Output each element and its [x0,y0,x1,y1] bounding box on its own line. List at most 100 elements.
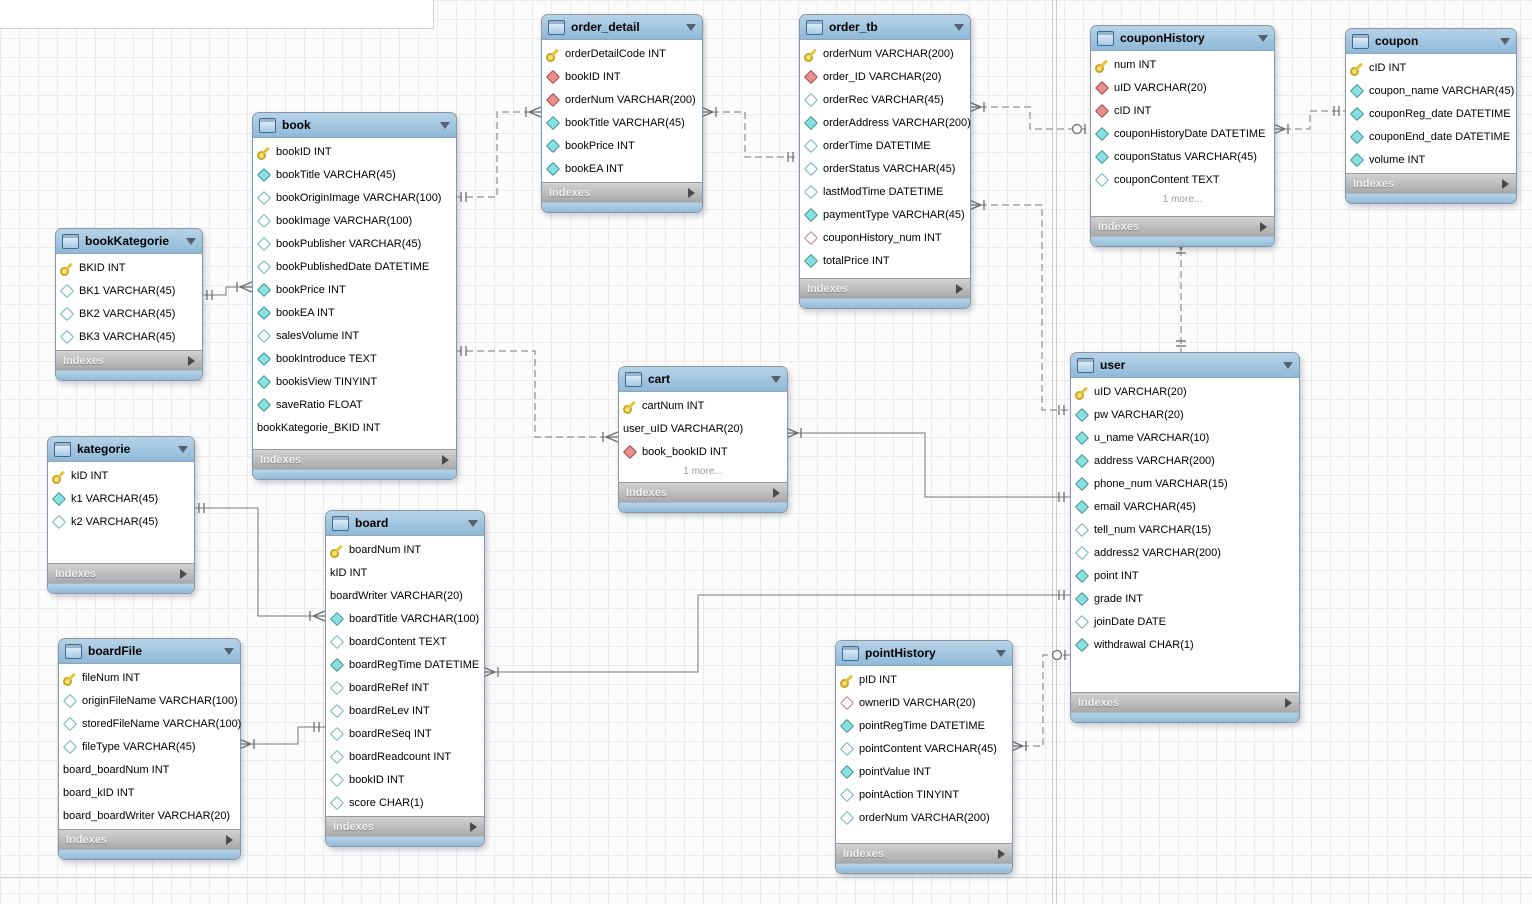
hidden-columns-more[interactable]: 1 more... [683,466,723,477]
column-row[interactable]: boardWriter VARCHAR(20) [326,584,484,607]
column-row[interactable]: orderTime DATETIME [800,134,970,157]
relationship-couponHistory-coupon[interactable] [1273,110,1345,130]
column-row[interactable]: BKID INT [56,256,202,279]
column-row[interactable]: boardNum INT [326,538,484,561]
expand-arrow-icon[interactable] [956,283,963,294]
relationship-order_tb-user[interactable] [969,204,1070,411]
indexes-bar[interactable]: Indexes [59,829,240,849]
column-row[interactable]: fileType VARCHAR(45) [59,735,240,758]
collapse-caret-icon[interactable] [1500,37,1510,45]
expand-arrow-icon[interactable] [1285,697,1292,708]
indexes-bar[interactable]: Indexes [836,843,1012,863]
table-header[interactable]: boardFile [59,639,240,664]
table-header[interactable]: coupon [1346,29,1516,54]
column-row[interactable]: bookKategorie_BKID INT [253,416,456,439]
column-row[interactable]: orderAddress VARCHAR(200) [800,111,971,134]
column-row[interactable]: totalPrice INT [800,249,970,272]
collapse-caret-icon[interactable] [440,121,450,129]
column-row[interactable]: couponReg_date DATETIME [1346,102,1516,125]
table-header[interactable]: order_detail [542,15,702,40]
column-row[interactable]: bookEA INT [542,157,702,180]
column-row[interactable]: volume INT [1346,148,1516,171]
column-row[interactable]: couponContent TEXT [1091,168,1274,191]
column-row[interactable]: bookID INT [542,65,702,88]
indexes-bar[interactable]: Indexes [800,278,970,298]
column-row[interactable]: orderStatus VARCHAR(45) [800,157,970,180]
column-row[interactable]: pw VARCHAR(20) [1071,403,1299,426]
collapse-caret-icon[interactable] [224,647,234,655]
column-row[interactable]: pointValue INT [836,760,1012,783]
column-row[interactable]: bookOriginImage VARCHAR(100) [253,186,456,209]
column-row[interactable]: orderNum VARCHAR(200) [800,42,970,65]
table-header[interactable]: user [1071,353,1299,378]
collapse-caret-icon[interactable] [468,519,478,527]
column-row[interactable]: cID INT [1346,56,1516,79]
column-row[interactable]: bookPublisher VARCHAR(45) [253,232,456,255]
column-row[interactable]: score CHAR(1) [326,791,484,814]
collapse-caret-icon[interactable] [771,375,781,383]
column-row[interactable]: tell_num VARCHAR(15) [1071,518,1299,541]
column-row[interactable]: board_kID INT [59,781,240,804]
collapse-caret-icon[interactable] [186,237,196,245]
indexes-bar[interactable]: Indexes [542,182,702,202]
column-row[interactable]: k2 VARCHAR(45) [48,510,194,533]
collapse-caret-icon[interactable] [178,445,188,453]
column-row[interactable]: couponHistoryDate DATETIME [1091,122,1274,145]
table-header[interactable]: kategorie [48,437,194,462]
column-row[interactable]: boardReSeq INT [326,722,484,745]
column-row[interactable]: pointRegTime DATETIME [836,714,1012,737]
collapse-caret-icon[interactable] [996,649,1006,657]
column-row[interactable]: orderNum VARCHAR(200) [542,88,702,111]
expand-arrow-icon[interactable] [442,454,449,465]
expand-arrow-icon[interactable] [1502,178,1509,189]
relationship-kategorie-board[interactable] [193,507,325,617]
column-row[interactable]: bookPrice INT [253,278,456,301]
column-row[interactable]: BK3 VARCHAR(45) [56,325,202,348]
relationship-book-cart[interactable] [455,350,618,438]
expand-arrow-icon[interactable] [1260,221,1267,232]
column-row[interactable]: phone_num VARCHAR(15) [1071,472,1299,495]
column-row[interactable]: bookEA INT [253,301,456,324]
indexes-bar[interactable]: Indexes [619,482,787,502]
indexes-bar[interactable]: Indexes [56,350,202,370]
column-row[interactable]: cID INT [1091,99,1274,122]
column-row[interactable]: BK1 VARCHAR(45) [56,279,202,302]
table-header[interactable]: couponHistory [1091,26,1274,51]
column-row[interactable]: bookID INT [326,768,484,791]
indexes-bar[interactable]: Indexes [1071,692,1299,712]
column-row[interactable]: boardTitle VARCHAR(100) [326,607,484,630]
relationship-pointHistory-user[interactable] [1011,654,1070,747]
indexes-bar[interactable]: Indexes [1346,173,1516,193]
column-row[interactable]: couponEnd_date DATETIME [1346,125,1516,148]
expand-arrow-icon[interactable] [773,487,780,498]
column-row[interactable]: board_boardWriter VARCHAR(20) [59,804,240,827]
column-row[interactable]: u_name VARCHAR(10) [1071,426,1299,449]
column-row[interactable]: bookisView TINYINT [253,370,456,393]
column-row[interactable]: uID VARCHAR(20) [1071,380,1299,403]
column-row[interactable]: orderRec VARCHAR(45) [800,88,970,111]
column-row[interactable]: storedFileName VARCHAR(100) [59,712,241,735]
column-row[interactable]: kID INT [48,464,194,487]
column-row[interactable]: kID INT [326,561,484,584]
expand-arrow-icon[interactable] [226,834,233,845]
expand-arrow-icon[interactable] [188,355,195,366]
column-row[interactable]: bookIntroduce TEXT [253,347,456,370]
relationship-boardFile-board[interactable] [239,726,325,745]
column-row[interactable]: pID INT [836,668,1012,691]
hidden-columns-more[interactable]: 1 more... [1162,194,1203,205]
column-row[interactable]: couponStatus VARCHAR(45) [1091,145,1274,168]
table-header[interactable]: book [253,113,456,138]
indexes-bar[interactable]: Indexes [48,563,194,583]
column-row[interactable]: cartNum INT [619,394,787,417]
column-row[interactable]: coupon_name VARCHAR(45) [1346,79,1516,102]
column-row[interactable]: book_bookID INT [619,440,787,463]
collapse-caret-icon[interactable] [1258,34,1268,42]
